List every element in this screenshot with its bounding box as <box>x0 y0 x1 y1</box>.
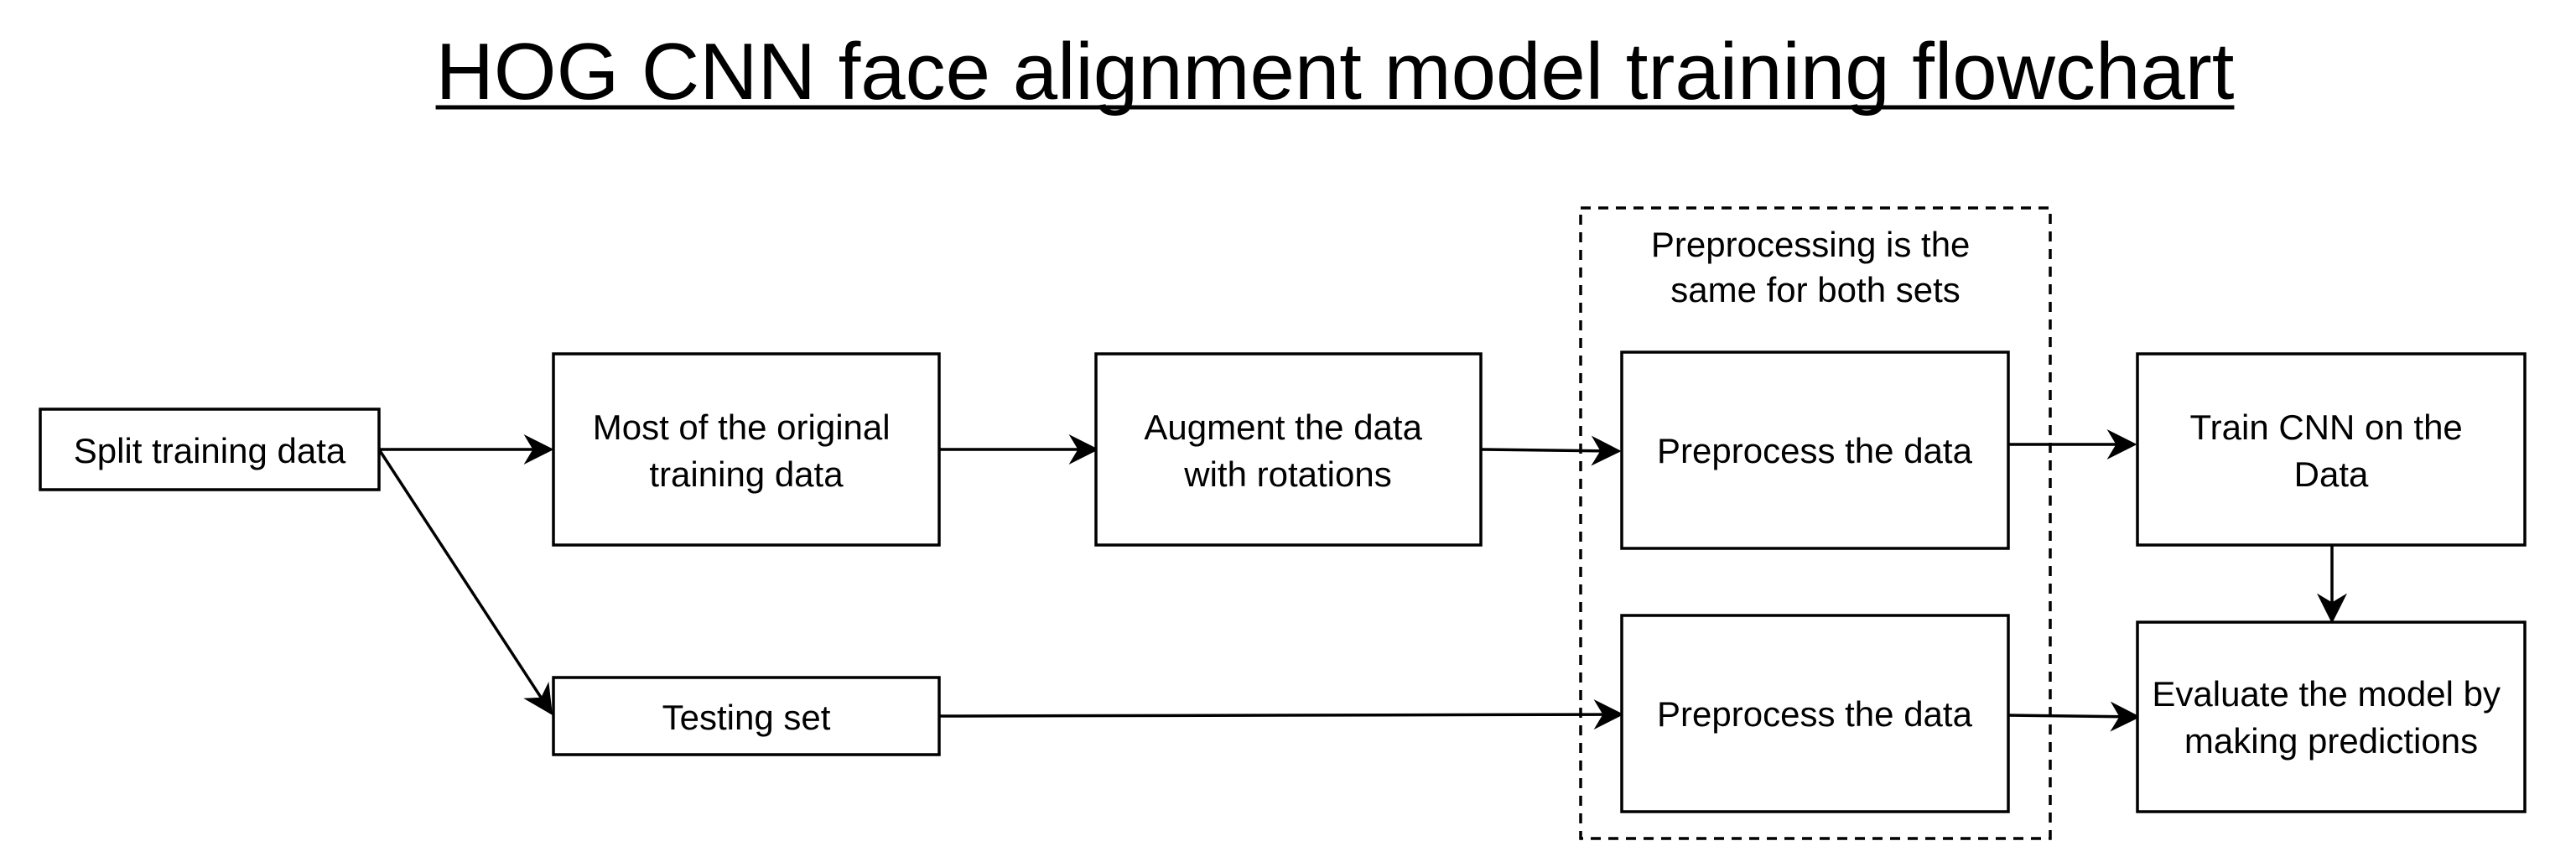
node-label-line: Preprocess the data <box>1657 431 1973 470</box>
node-label-line: Evaluate the model by <box>2152 674 2501 714</box>
node-split-training-data: Split training data <box>39 408 381 491</box>
edges <box>377 429 2347 732</box>
preprocessing-group-note: Preprocessing is the same for both sets <box>1651 225 1980 309</box>
node-evaluate-model: Evaluate the model by making predictions <box>2136 620 2527 813</box>
node-label-line: Data <box>2294 454 2369 494</box>
node-label: Evaluate the model by making predictions <box>2152 674 2510 761</box>
node-box <box>2136 352 2527 547</box>
edge-augment-to-preprocess-top <box>1480 435 1622 466</box>
node-label: Testing set <box>662 698 831 737</box>
node-preprocess-top: Preprocess the data <box>1620 350 2010 550</box>
node-label: Preprocess the data <box>1657 694 1973 734</box>
preprocessing-group <box>1579 206 2052 840</box>
node-box <box>552 352 941 547</box>
node-label-line: making predictions <box>2184 721 2478 761</box>
node-label-line: Split training data <box>74 431 346 470</box>
group-note-line: same for both sets <box>1670 270 1961 309</box>
diagram-title: HOG CNN face alignment model training fl… <box>436 27 2235 117</box>
edge-preprocess-bottom-to-evaluate <box>2007 701 2141 732</box>
node-augment-data: Augment the data with rotations <box>1094 352 1483 547</box>
node-label-line: Most of the original <box>593 408 891 447</box>
node-box <box>1620 614 2010 813</box>
node-label-line: with rotations <box>1183 454 1391 494</box>
node-label-line: Augment the data <box>1144 408 1422 447</box>
node-label: Most of the original training data <box>593 408 901 494</box>
node-label-line: Train CNN on the <box>2190 408 2463 447</box>
node-testing-set: Testing set <box>552 676 941 756</box>
group-note-line: Preprocessing is the <box>1651 225 1971 264</box>
node-box <box>1620 350 2010 550</box>
node-original-training-data: Most of the original training data <box>552 352 941 547</box>
node-box <box>39 408 381 491</box>
node-box <box>552 676 941 756</box>
edge-split-to-testing <box>377 449 553 716</box>
node-label-line: Preprocess the data <box>1657 694 1973 734</box>
node-label: Split training data <box>74 431 346 470</box>
node-label: Train CNN on the Data <box>2190 408 2473 494</box>
node-label-line: Testing set <box>662 698 831 737</box>
node-preprocess-bottom: Preprocess the data <box>1620 614 2010 813</box>
node-box <box>2136 620 2527 813</box>
node-train-cnn: Train CNN on the Data <box>2136 352 2527 547</box>
node-box <box>1094 352 1483 547</box>
node-label: Preprocess the data <box>1657 431 1973 470</box>
node-label-line: training data <box>649 454 844 494</box>
edge-testing-to-preprocess-bottom <box>938 699 1624 730</box>
node-label: Augment the data with rotations <box>1144 408 1431 494</box>
